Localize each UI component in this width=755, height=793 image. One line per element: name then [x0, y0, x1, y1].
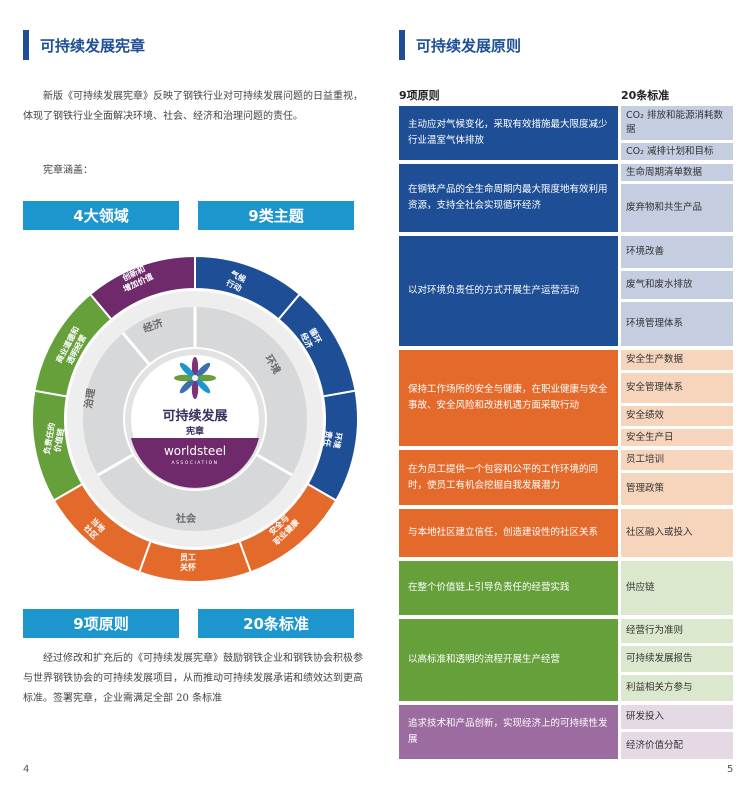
standard-16: 经营行为准则 [621, 619, 733, 643]
domain-label-society: 社会 [175, 512, 196, 525]
domain-divider-2 [256, 453, 293, 477]
standard-10: 安全绩效 [621, 406, 733, 426]
heading-accent-bar [23, 30, 29, 60]
principle-8: 以高标准和透明的流程开展生产经营 [399, 619, 618, 701]
standard-17: 可持续发展报告 [621, 646, 733, 672]
svg-text:责任: 责任 [322, 430, 335, 447]
right-heading: 可持续发展原则 [399, 30, 521, 60]
center-title: 可持续发展 [162, 408, 228, 424]
center-subtitle: 宪章 [186, 425, 204, 437]
principle-5: 在为员工提供一个包容和公平的工作环境的同时，使员工有机会挖掘自我发展潜力 [399, 450, 618, 505]
charter-wheel: 可持续发展 宪章 worldsteel ASSOCIATION 经济 环境 社会… [31, 254, 359, 583]
page-number-right: 5 [727, 764, 734, 775]
standard-18: 利益相关方参与 [621, 675, 733, 701]
left-page-title: 可持续发展宪章 [40, 36, 146, 55]
standard-19: 研发投入 [621, 705, 733, 729]
standard-7: 环境管理体系 [621, 302, 733, 346]
principle-6: 与本地社区建立信任，创造建设性的社区关系 [399, 509, 618, 557]
principle-2: 在钢铁产品的全生命周期内最大限度地有效利用资源，支持全社会实现循环经济 [399, 164, 618, 232]
outro-paragraph: 经过修改和扩充后的《可持续发展宪章》鼓励钢铁企业和钢铁协会积极参与世界钢铁协会的… [23, 653, 363, 704]
banner-domains: 4大领域 [23, 201, 179, 230]
svg-text:价值链: 价值链 [52, 427, 66, 453]
flower-logo-icon [174, 357, 216, 399]
principle-4: 保持工作场所的安全与健康，在职业健康与安全事故、安全风险和改进机遇方面采取行动 [399, 350, 618, 446]
standard-13: 管理政策 [621, 473, 733, 505]
principle-1: 主动应对气候变化，采取有效措施最大限度减少行业温室气体排放 [399, 106, 618, 160]
svg-text:员工: 员工 [180, 553, 196, 562]
standard-12: 员工培训 [621, 450, 733, 470]
domain-divider-4 [121, 332, 150, 365]
heading-accent-bar [399, 30, 405, 60]
intro-paragraph: 新版《可持续发展宪章》反映了钢铁行业对可持续发展问题的日益重视，体现了钢铁行业全… [23, 91, 363, 122]
covers-label: 宪章涵盖： [43, 165, 93, 176]
column-header-standards: 20条标准 [621, 89, 670, 102]
domain-divider-3 [97, 453, 134, 477]
standard-20: 经济价值分配 [621, 732, 733, 759]
standard-4: 废弃物和共生产品 [621, 184, 733, 232]
banner-standards: 20条标准 [198, 609, 354, 638]
theme-env-resp: 环境 责任 [322, 430, 344, 449]
standard-15: 供应链 [621, 561, 733, 615]
standard-3: 生命周期清单数据 [621, 164, 733, 181]
right-page-title: 可持续发展原则 [416, 36, 522, 55]
column-header-principles: 9项原则 [399, 89, 440, 102]
principle-9: 追求技术和产品创新，实现经济上的可持续性发展 [399, 705, 618, 759]
banner-themes: 9类主题 [198, 201, 354, 230]
standard-2: CO₂ 减排计划和目标 [621, 143, 733, 160]
standard-8: 安全生产数据 [621, 350, 733, 370]
standard-11: 安全生产日 [621, 429, 733, 446]
left-heading: 可持续发展宪章 [23, 30, 145, 60]
standard-5: 环境改善 [621, 236, 733, 268]
theme-employee: 员工 关怀 [180, 553, 196, 572]
principle-3: 以对环境负责任的方式开展生产运营活动 [399, 236, 618, 346]
page-number-left: 4 [23, 764, 30, 775]
standard-9: 安全管理体系 [621, 373, 733, 403]
principle-7: 在整个价值链上引导负责任的经营实践 [399, 561, 618, 615]
svg-text:环境: 环境 [332, 432, 345, 449]
banner-principles: 9项原则 [23, 609, 179, 638]
brand-band [131, 438, 259, 488]
domain-label-governance: 治理 [81, 387, 97, 409]
standard-14: 社区融入或投入 [621, 509, 733, 557]
sector-innovation [88, 254, 196, 321]
standard-1: CO₂ 排放和能源消耗数据 [621, 106, 733, 140]
brand-logo-subtext: ASSOCIATION [171, 460, 218, 466]
brand-logo-text: worldsteel [164, 444, 226, 458]
standard-6: 废气和废水排放 [621, 271, 733, 299]
svg-text:关怀: 关怀 [180, 562, 196, 572]
